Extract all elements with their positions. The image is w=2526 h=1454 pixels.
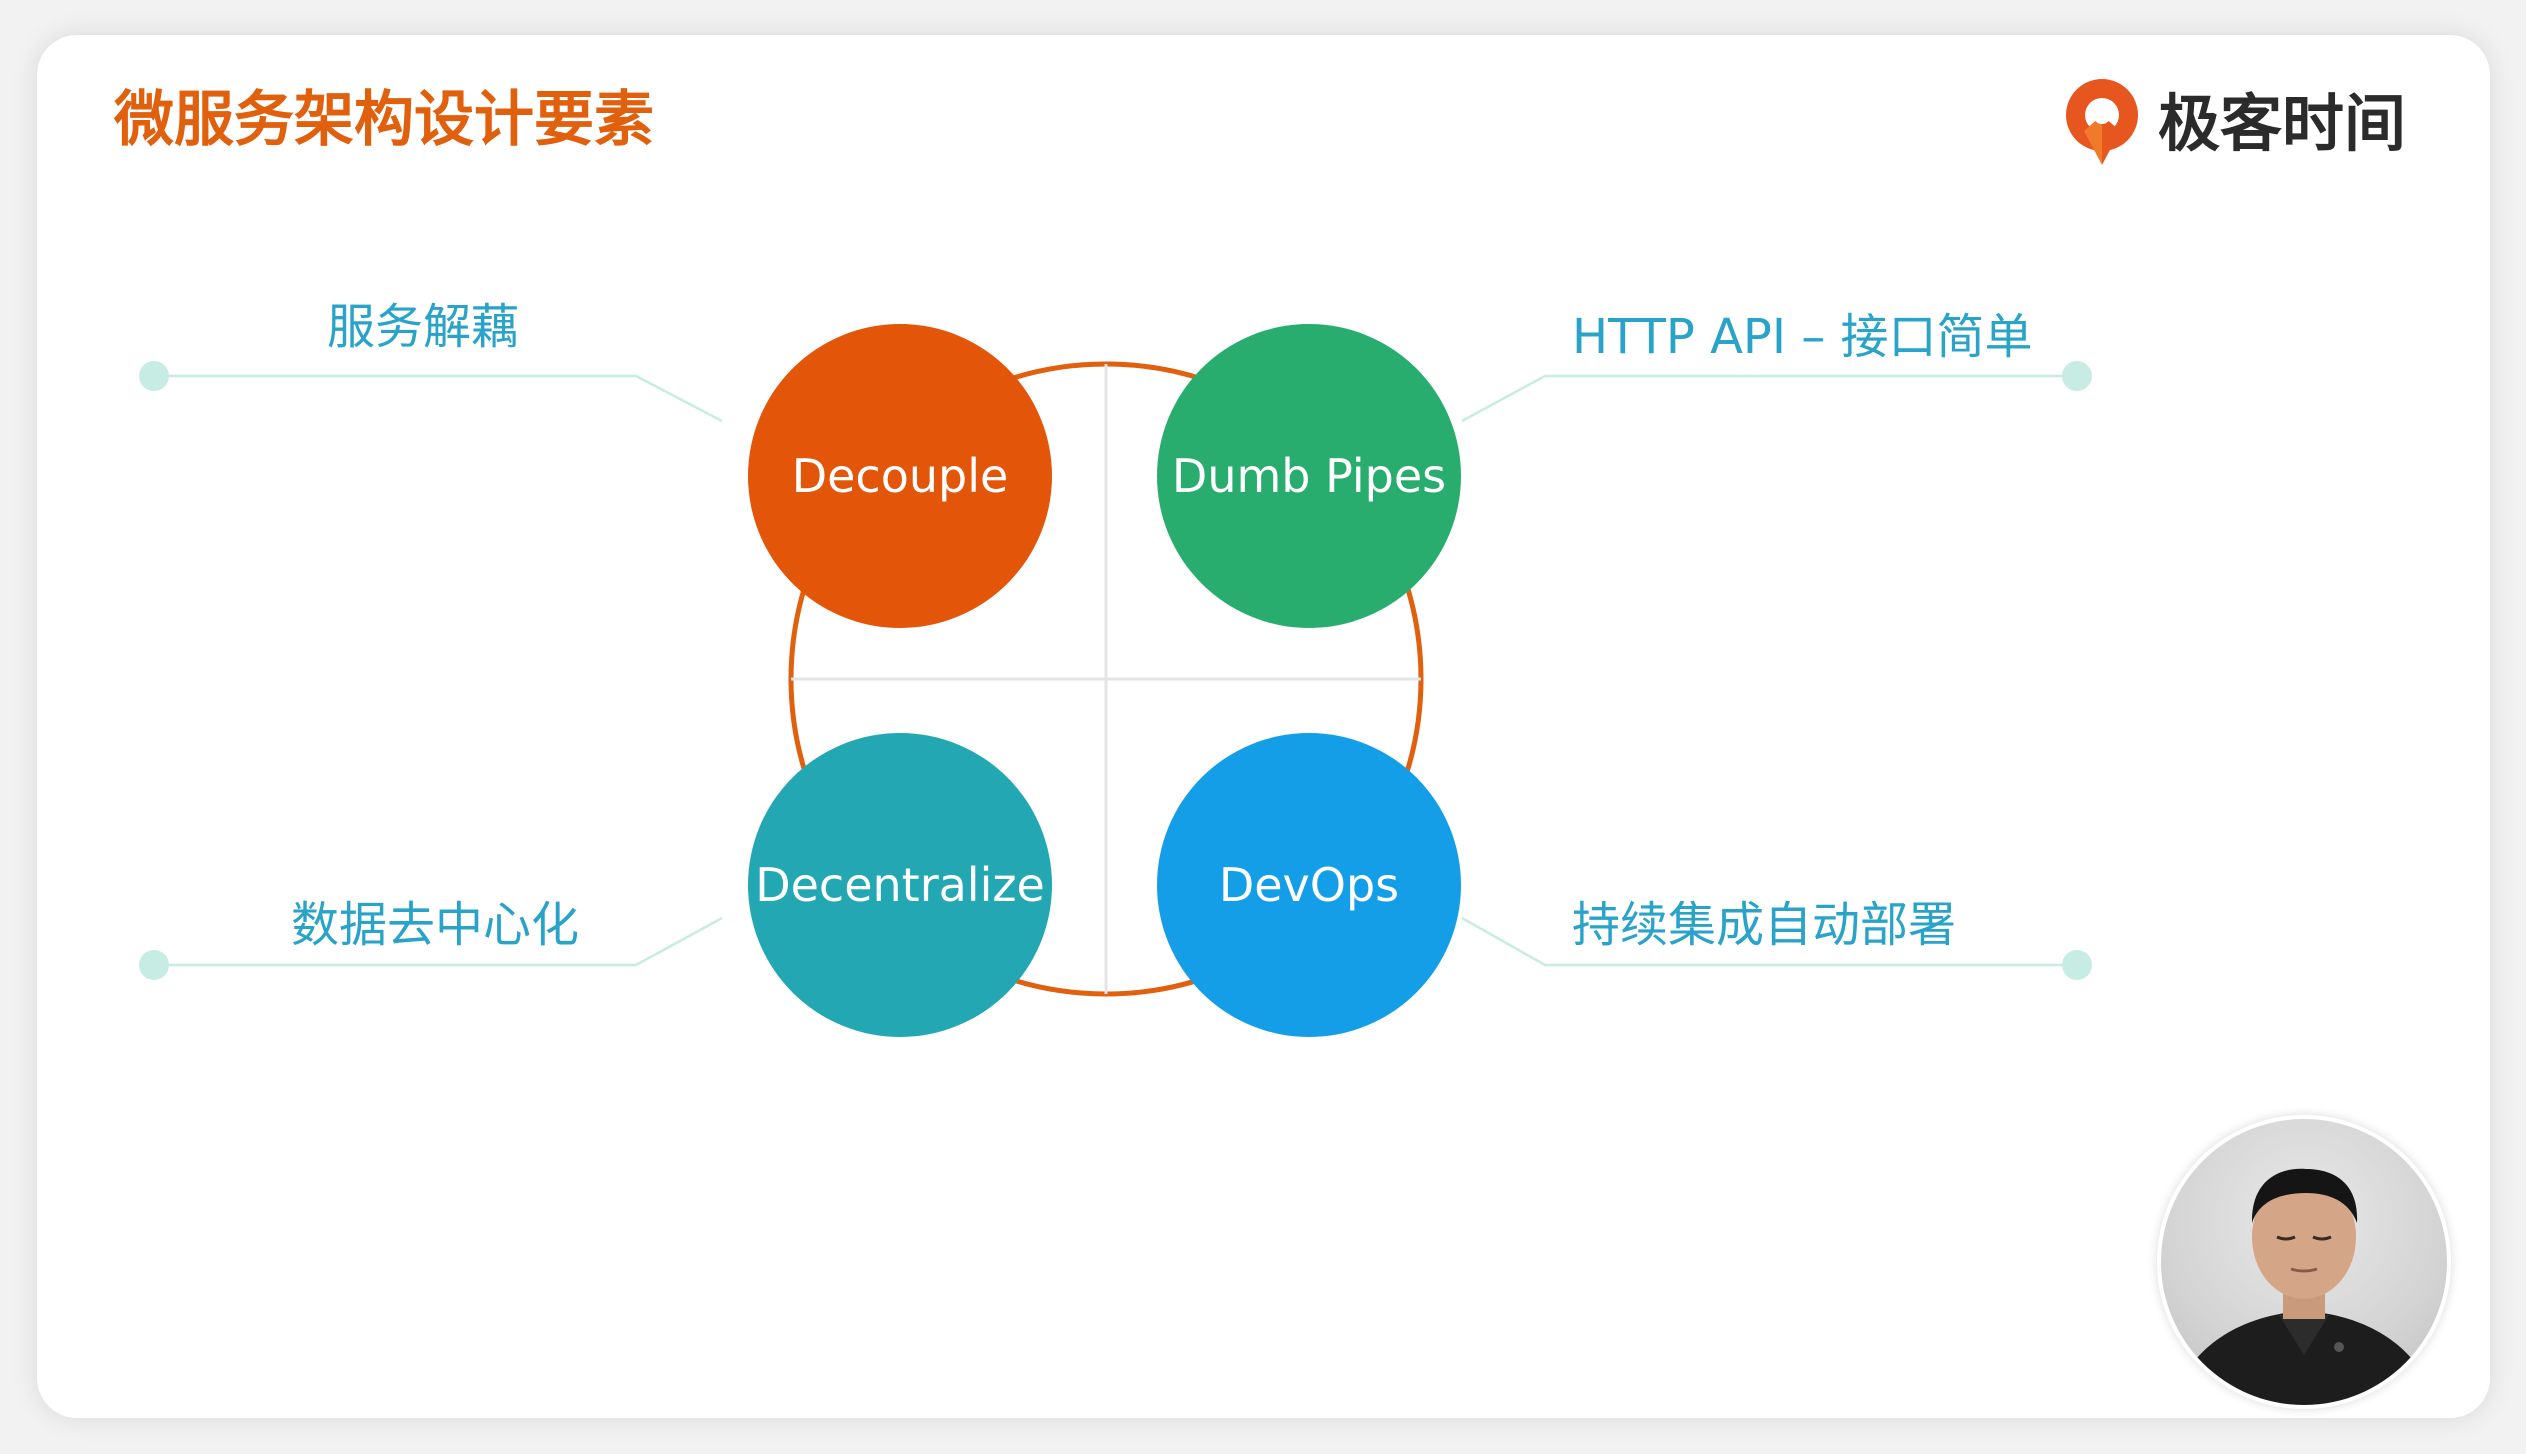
connector-devops [1461, 916, 2077, 967]
callout-decouple: 服务解藕 [327, 299, 520, 355]
geektime-logo-icon [2066, 79, 2138, 165]
brand: 极客时间 [2062, 73, 2482, 173]
dumb-pipes-label: Dumb Pipes [1171, 449, 1447, 503]
callout-connectors [154, 374, 2077, 967]
connector-decouple [154, 374, 723, 423]
dot-devops [2062, 950, 2092, 980]
slide: 微服务架构设计要素 极客时间 Decouple Dumb Pipes Decen… [37, 35, 2490, 1418]
decouple-circle [748, 324, 1052, 628]
dot-decouple [139, 361, 169, 391]
callout-decentralize: 数据去中心化 [291, 897, 580, 953]
presenter-video-avatar [2171, 1168, 2437, 1405]
presenter-video[interactable] [2157, 1115, 2451, 1409]
brand-name: 极客时间 [2158, 87, 2407, 160]
devops-circle [1157, 733, 1461, 1037]
callout-dumb-pipes: HTTP API – 接口简单 [1572, 309, 2033, 365]
connector-dots [139, 361, 2092, 980]
callout-devops: 持续集成自动部署 [1572, 897, 1957, 953]
connector-decentralize [154, 916, 723, 967]
decouple-label: Decouple [791, 449, 1009, 503]
microservices-diagram [139, 324, 2092, 1037]
decentralize-label: Decentralize [755, 858, 1045, 912]
dot-decentralize [139, 950, 169, 980]
connector-dumb-pipes [1461, 374, 2077, 423]
dumb-pipes-circle [1157, 324, 1461, 628]
devops-label: DevOps [1218, 858, 1400, 912]
quadrant-divider [791, 364, 1421, 994]
decentralize-circle [748, 733, 1052, 1037]
slide-title: 微服务架构设计要素 [114, 85, 654, 155]
dot-dumb-pipes [2062, 361, 2092, 391]
